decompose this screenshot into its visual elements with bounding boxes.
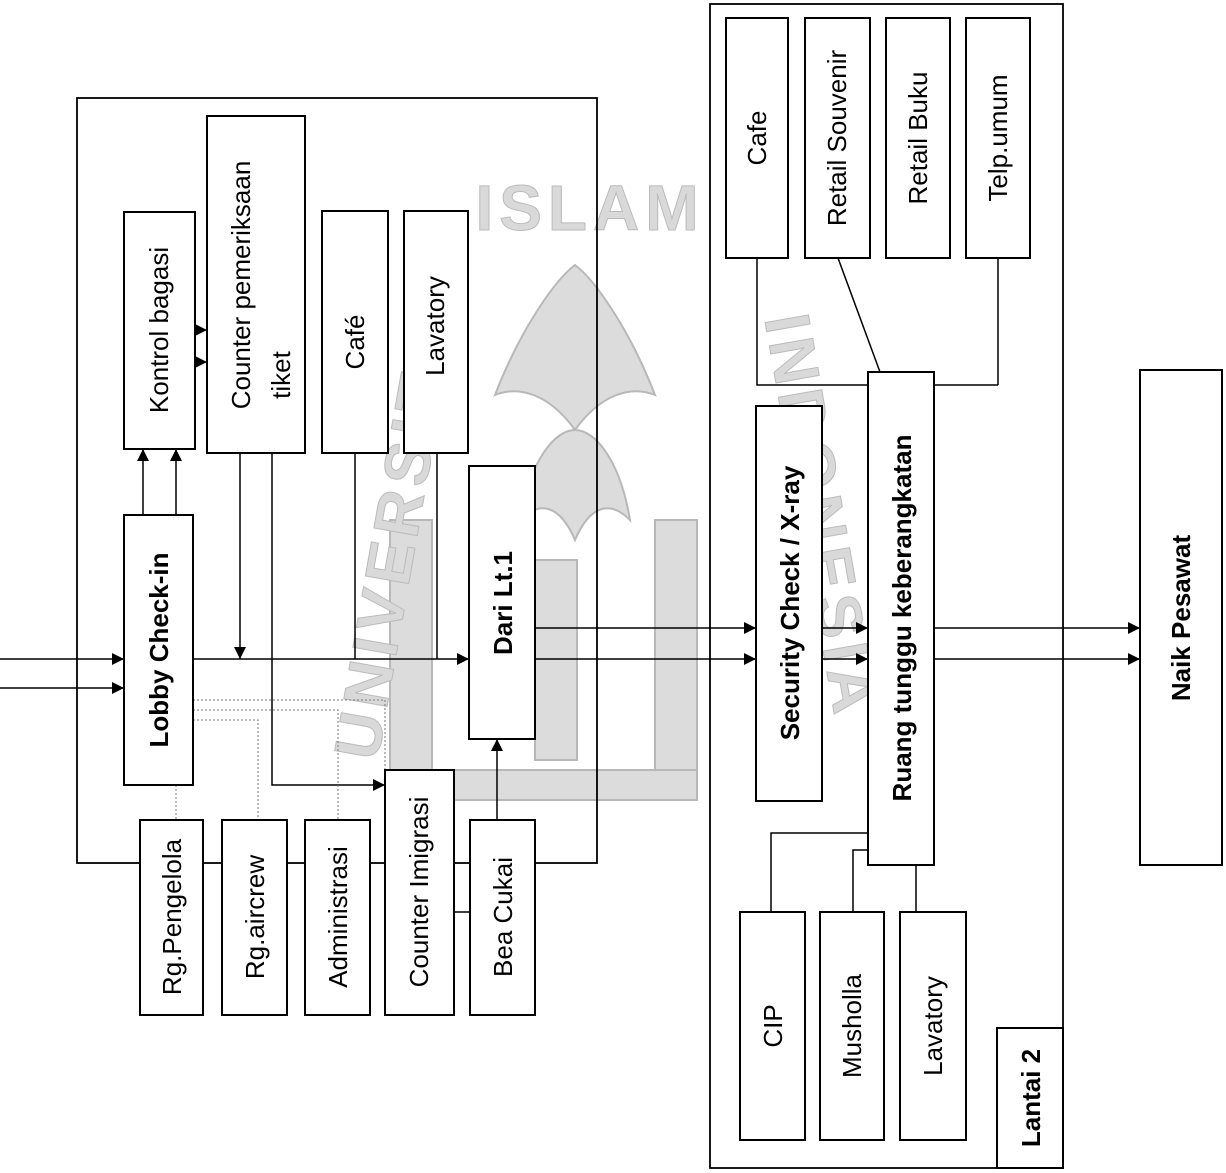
lantai-2-frame — [709, 3, 1064, 1169]
cip-label: CIP — [758, 1004, 788, 1047]
box-administrasi: Administrasi — [304, 819, 371, 1016]
counter-tiket-label-1: Counter pemeriksaan — [226, 161, 256, 410]
naik-pesawat-label: Naik Pesawat — [1166, 535, 1196, 702]
security-check-label: Security Check / X-ray — [775, 465, 805, 740]
box-counter-imigrasi: Counter Imigrasi — [384, 769, 455, 1016]
rg-aircrew-label: Rg.aircrew — [240, 855, 270, 979]
box-ruang-tunggu: Ruang tunggu keberangkatan — [867, 371, 935, 866]
box-naik-pesawat: Naik Pesawat — [1139, 369, 1223, 866]
kontrol-bagasi-label: Kontrol bagasi — [144, 247, 174, 413]
box-retail-souvenir: Retail Souvenir — [804, 17, 871, 259]
watermark-top-text: ISLAM — [475, 172, 704, 244]
box-security-check: Security Check / X-ray — [755, 405, 823, 802]
box-rg-pengelola: Rg.Pengelola — [139, 819, 204, 1016]
musholla-label: Musholla — [837, 973, 867, 1078]
lavatory-lt2-label: Lavatory — [918, 976, 948, 1076]
counter-imigrasi-label: Counter Imigrasi — [404, 797, 434, 988]
box-lavatory-lt2: Lavatory — [899, 911, 967, 1141]
box-lantai-2: Lantai 2 — [996, 1027, 1064, 1169]
box-bea-cukai: Bea Cukai — [469, 819, 536, 1016]
counter-tiket-label-2: tiket — [266, 350, 296, 398]
bea-cukai-label: Bea Cukai — [488, 857, 518, 977]
administrasi-label: Administrasi — [323, 846, 353, 988]
lantai-2-label: Lantai 2 — [1016, 1049, 1046, 1147]
box-cafe-lt2: Cafe — [725, 17, 789, 259]
rg-pengelola-label: Rg.Pengelola — [157, 838, 187, 995]
dari-lt1-label: Dari Lt.1 — [488, 551, 518, 655]
box-lavatory-lt1: Lavatory — [403, 210, 469, 454]
box-kontrol-bagasi: Kontrol bagasi — [123, 211, 196, 450]
cafe-lt1-label: Café — [340, 315, 370, 370]
box-retail-buku: Retail Buku — [885, 17, 951, 259]
box-telp-umum: Telp.umum — [965, 17, 1031, 259]
box-counter-pemeriksaan-tiket: Counter pemeriksaan tiket — [206, 115, 306, 454]
box-cafe-lt1: Café — [321, 210, 389, 454]
lobby-checkin-label: Lobby Check-in — [144, 552, 174, 747]
box-lobby-checkin: Lobby Check-in — [123, 514, 194, 786]
box-cip: CIP — [739, 911, 806, 1141]
cafe-lt2-label: Cafe — [742, 111, 772, 166]
ruang-tunggu-label: Ruang tunggu keberangkatan — [887, 435, 917, 802]
retail-buku-label: Retail Buku — [903, 72, 933, 205]
box-dari-lt1: Dari Lt.1 — [468, 465, 536, 740]
box-rg-aircrew: Rg.aircrew — [221, 819, 288, 1016]
box-musholla: Musholla — [819, 911, 885, 1141]
telp-umum-label: Telp.umum — [983, 74, 1013, 201]
flow-lines — [0, 257, 1140, 913]
retail-souvenir-label: Retail Souvenir — [822, 50, 852, 227]
lavatory-lt1-label: Lavatory — [420, 276, 450, 376]
